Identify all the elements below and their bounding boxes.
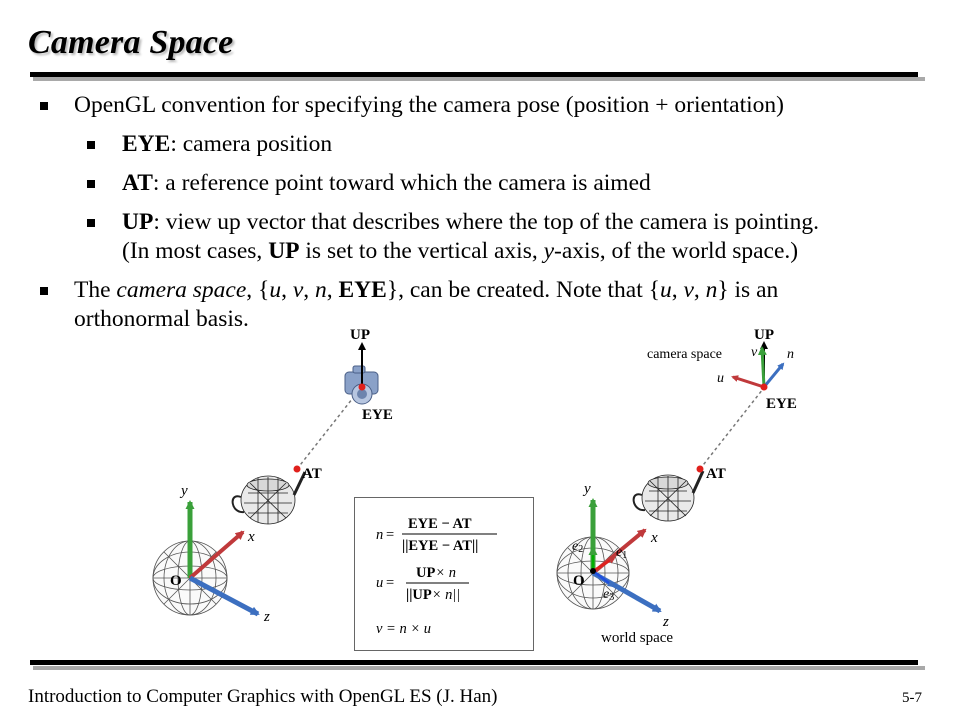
bullet-square-icon xyxy=(87,180,95,188)
e3-vector xyxy=(592,570,615,588)
svg-text:=: = xyxy=(386,527,394,543)
eye-point xyxy=(358,383,366,391)
slide-title: Camera Space xyxy=(28,24,234,61)
x-axis-label: x xyxy=(247,529,255,545)
v-equation: v = n × u xyxy=(376,621,431,637)
y-axis-label: y xyxy=(582,481,591,497)
u-equation: u = UP× n ||UP× n|| xyxy=(376,565,469,603)
footer-page-number: 5-7 xyxy=(902,690,922,706)
at-label: AT xyxy=(706,466,726,482)
svg-text:EYE − AT: EYE − AT xyxy=(408,516,472,532)
footer-rule xyxy=(30,660,918,665)
equation-box: n = EYE − AT ||EYE − AT|| u = UP× n ||UP… xyxy=(354,497,534,651)
svg-text:v = n × u: v = n × u xyxy=(376,621,431,637)
right-figure: y x z O e2 e1 e3 world space AT xyxy=(556,327,797,646)
u-vector-arrow xyxy=(731,375,765,389)
at-point xyxy=(293,465,301,473)
bullet-square-icon xyxy=(87,219,95,227)
left-figure: y x z O AT xyxy=(152,327,393,625)
n-vector-arrow xyxy=(762,362,785,388)
svg-text:||EYE − AT||: ||EYE − AT|| xyxy=(402,538,478,554)
teapot-icon xyxy=(231,471,307,525)
bullet-square-icon xyxy=(40,287,48,295)
x-axis-arrow xyxy=(188,530,245,580)
e1-vector xyxy=(592,556,616,573)
n-label: n xyxy=(787,347,794,362)
n-equation: n = EYE − AT ||EYE − AT|| xyxy=(376,516,497,554)
x-axis-label: x xyxy=(650,530,658,546)
bullet-opengl-convention: OpenGL convention for specifying the cam… xyxy=(38,91,938,120)
bullet-eye: EYE: camera position xyxy=(38,130,938,159)
eye-label: EYE xyxy=(362,407,393,423)
z-axis-label: z xyxy=(662,614,669,630)
origin-label: O xyxy=(170,573,182,589)
svg-text:UP× n: UP× n xyxy=(416,565,456,581)
bullet-camera-space: The camera space, {u, v, n, EYE}, can be… xyxy=(38,276,938,334)
bullet-up: UP: view up vector that describes where … xyxy=(38,208,938,266)
origin-label: O xyxy=(573,573,585,589)
at-point xyxy=(696,465,704,473)
z-axis-label: z xyxy=(263,609,270,625)
svg-text:||UP× n||: ||UP× n|| xyxy=(406,587,460,603)
world-space-label: world space xyxy=(601,630,673,646)
teapot-icon xyxy=(632,470,705,522)
eye-at-dashed-line xyxy=(699,388,764,470)
origin-point xyxy=(590,568,596,574)
eye-at-dashed-line xyxy=(296,388,361,470)
footer-course-title: Introduction to Computer Graphics with O… xyxy=(28,686,498,707)
up-label: UP xyxy=(350,327,370,343)
up-label: UP xyxy=(754,327,774,343)
e1-label: e1 xyxy=(616,545,627,561)
bullet-square-icon xyxy=(40,102,48,110)
bullet-square-icon xyxy=(87,141,95,149)
bullet-list: OpenGL convention for specifying the cam… xyxy=(38,91,938,344)
title-rule xyxy=(30,72,918,77)
y-axis-label: y xyxy=(179,483,188,499)
svg-text:u: u xyxy=(376,575,383,591)
v-label: v xyxy=(751,345,758,360)
u-label: u xyxy=(717,371,724,386)
eye-label: EYE xyxy=(766,396,797,412)
footer-rule-shadow xyxy=(33,666,925,670)
svg-text:=: = xyxy=(386,575,394,591)
bullet-at: AT: a reference point toward which the c… xyxy=(38,169,938,198)
e2-label: e2 xyxy=(572,539,583,555)
camera-space-label: camera space xyxy=(647,347,722,362)
title-rule-shadow xyxy=(33,77,925,81)
svg-text:n: n xyxy=(376,527,383,543)
equations: n = EYE − AT ||EYE − AT|| u = UP× n ||UP… xyxy=(376,516,497,637)
z-axis-arrow xyxy=(188,575,260,617)
v-vector-arrow xyxy=(757,346,767,388)
e3-label: e3 xyxy=(603,587,614,603)
at-label: AT xyxy=(302,466,322,482)
eye-point xyxy=(760,383,768,391)
